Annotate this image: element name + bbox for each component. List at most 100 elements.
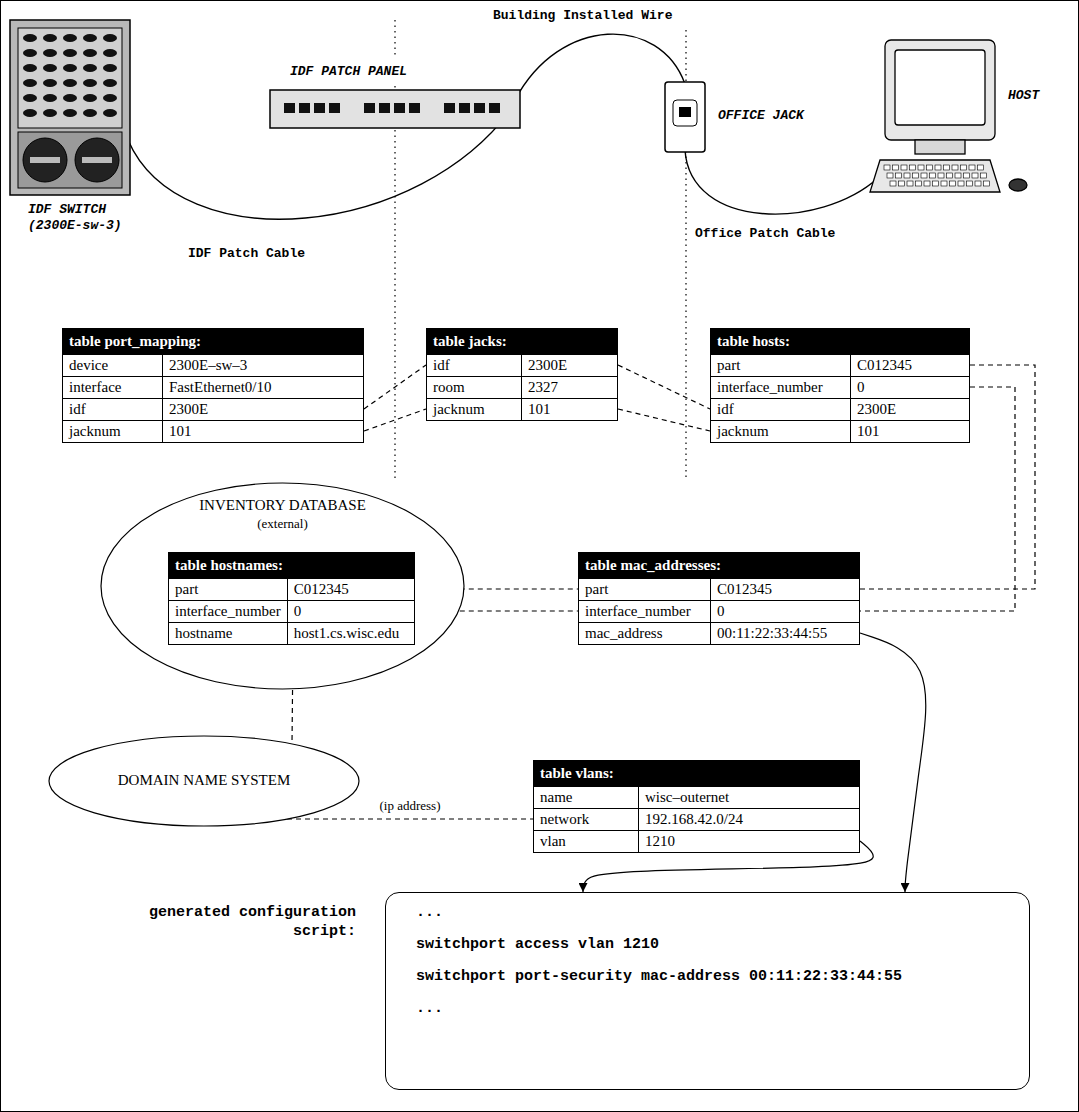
panel-port [444, 103, 455, 113]
field-name: interface [63, 376, 163, 398]
field-value: 101 [851, 420, 969, 442]
key [938, 173, 944, 178]
field-name: jacknum [63, 420, 163, 442]
field-name: hostname [169, 622, 288, 644]
idf-switch [10, 20, 130, 195]
switch-port [43, 109, 57, 117]
key [910, 165, 916, 170]
key [967, 181, 973, 186]
connector [860, 633, 926, 892]
switch-port [83, 79, 97, 87]
panel-port [489, 103, 500, 113]
table-heading: table vlans: [534, 761, 859, 786]
key [890, 181, 896, 186]
key [935, 165, 941, 170]
key [921, 173, 927, 178]
field-value: 2327 [522, 376, 617, 398]
panel-port [364, 103, 375, 113]
label: Office Patch Cable [695, 226, 865, 242]
panel-port [284, 103, 295, 113]
panel-port [409, 103, 420, 113]
database-ellipse: INVENTORY DATABASE(external) table hostna… [100, 482, 465, 690]
field-value: 2300E–sw–3 [163, 354, 363, 376]
switch-port [23, 79, 37, 87]
field-value: 192.168.42.0/24 [639, 808, 859, 830]
switch-port [23, 94, 37, 102]
key [961, 165, 967, 170]
switch-port [103, 79, 117, 87]
config-line: ... [416, 999, 902, 1031]
config-line: switchport access vlan 1210 [416, 935, 902, 967]
label: IDF PATCH PANEL [290, 64, 430, 80]
key [901, 165, 907, 170]
key [927, 165, 933, 170]
connector [364, 365, 426, 409]
panel-port [379, 103, 390, 113]
switch-port [43, 79, 57, 87]
key [904, 173, 910, 178]
ellipse-title: INVENTORY DATABASE [100, 496, 465, 515]
switch-port [43, 94, 57, 102]
label: OFFICE JACK [718, 108, 828, 124]
switch-port [63, 94, 77, 102]
field-value: C012345 [851, 354, 969, 376]
field-value: host1.cs.wisc.edu [288, 622, 414, 644]
field-value: C012345 [288, 578, 414, 600]
cables [128, 34, 878, 219]
key [955, 173, 961, 178]
config-line: ... [416, 903, 902, 935]
field-value: 1210 [639, 830, 859, 852]
section-divider [395, 20, 686, 480]
field-value: FastEthernet0/10 [163, 376, 363, 398]
switch-port [103, 94, 117, 102]
panel-port [299, 103, 310, 113]
switch-port [83, 94, 97, 102]
switch-port [63, 34, 77, 42]
switch-port [103, 109, 117, 117]
connector [364, 409, 426, 431]
panel-port [314, 103, 325, 113]
table-heading: table hosts: [711, 329, 969, 354]
label: Building Installed Wire [493, 8, 693, 24]
field-name: part [169, 578, 288, 600]
db-table: table hostnames:partC012345interface_num… [168, 552, 415, 645]
switch-port [83, 49, 97, 57]
connector [618, 365, 710, 409]
key [964, 173, 970, 178]
field-name: mac_address [579, 622, 711, 644]
config-script-box: generated configuration script:...switch… [385, 892, 1030, 1090]
switch-port [103, 64, 117, 72]
field-value: 00:11:22:33:44:55 [711, 622, 859, 644]
db-table: table vlans:namewisc–outernetnetwork192.… [533, 760, 860, 853]
field-name: jacknum [427, 398, 522, 420]
key [984, 181, 990, 186]
field-name: idf [63, 398, 163, 420]
field-name: part [579, 578, 711, 600]
key [913, 173, 919, 178]
key [896, 173, 902, 178]
switch-port [43, 49, 57, 57]
connector [287, 818, 533, 819]
table-heading: table jacks: [427, 329, 617, 354]
key [907, 181, 913, 186]
key [941, 181, 947, 186]
field-name: interface_number [169, 600, 288, 622]
field-value: 2300E [163, 398, 363, 420]
field-name: part [711, 354, 851, 376]
ellipse-title: DOMAIN NAME SYSTEM [48, 771, 360, 790]
label: IDF Patch Cable [188, 246, 338, 262]
ellipse-title: (external) [100, 515, 465, 532]
key [969, 165, 975, 170]
field-value: wisc–outernet [639, 786, 859, 808]
key [952, 165, 958, 170]
field-name: network [534, 808, 639, 830]
key [930, 173, 936, 178]
key [981, 173, 987, 178]
db-table: table jacks:idf2300Eroom2327jacknum101 [426, 328, 618, 421]
panel-port [459, 103, 470, 113]
config-line: switchport port-security mac-address 00:… [416, 967, 902, 999]
label: IDF SWITCH (2300E-sw-3) [28, 202, 138, 234]
table-heading: table mac_addresses: [579, 553, 859, 578]
key [972, 173, 978, 178]
